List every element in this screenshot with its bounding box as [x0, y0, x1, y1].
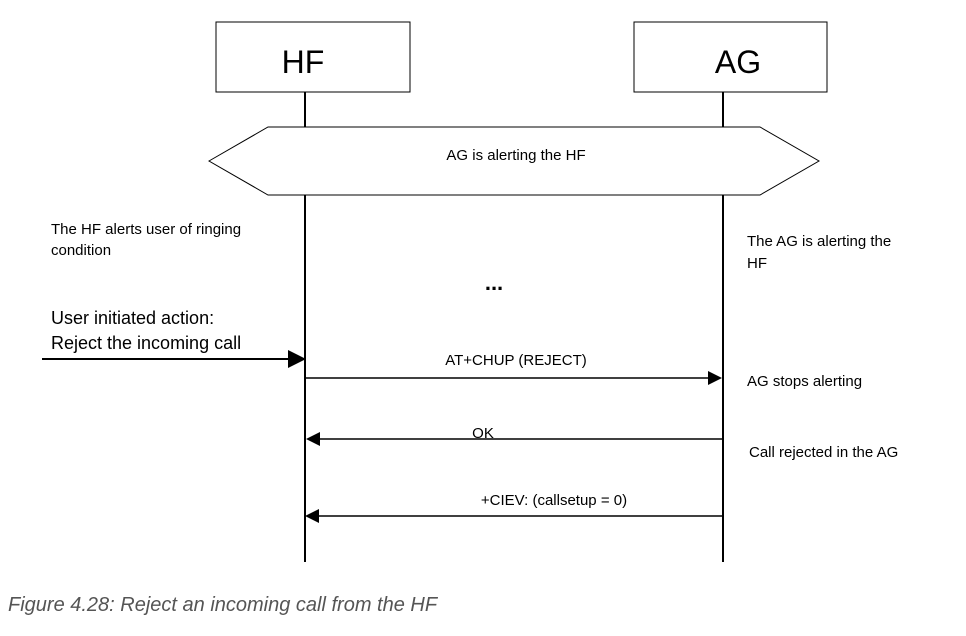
ok-message-arrowhead — [306, 432, 320, 446]
alerting-banner-label: AG is alerting the HF — [446, 147, 585, 164]
figure-caption: Figure 4.28: Reject an incoming call fro… — [8, 594, 438, 616]
user-action-note-line2: Reject the incoming call — [51, 333, 241, 353]
user-action-arrowhead — [288, 350, 306, 368]
hf-participant-box — [215, 21, 411, 93]
ellipsis: ... — [485, 270, 503, 295]
ag-stops-note: AG stops alerting — [747, 373, 862, 390]
hf-alert-note-line2: condition — [51, 242, 111, 259]
ag-participant-label: AG — [715, 44, 761, 80]
chup-message-arrowhead — [708, 371, 722, 385]
ok-message-label: OK — [472, 425, 494, 442]
sequence-diagram: HF AG AG is alerting the HF The HF alert… — [42, 21, 898, 562]
ag-alert-note-line2: HF — [747, 255, 767, 272]
hf-participant-label: HF — [282, 44, 325, 80]
alerting-banner — [207, 126, 821, 196]
ciev-message-arrowhead — [305, 509, 319, 523]
user-action-note-line1: User initiated action: — [51, 308, 214, 328]
ciev-message-label: +CIEV: (callsetup = 0) — [481, 492, 627, 509]
chup-message-label: AT+CHUP (REJECT) — [445, 352, 587, 369]
ag-participant-box — [633, 21, 828, 93]
call-rejected-note: Call rejected in the AG — [749, 444, 898, 461]
ag-alert-note-line1: The AG is alerting the — [747, 233, 891, 250]
hf-alert-note-line1: The HF alerts user of ringing — [51, 221, 241, 238]
